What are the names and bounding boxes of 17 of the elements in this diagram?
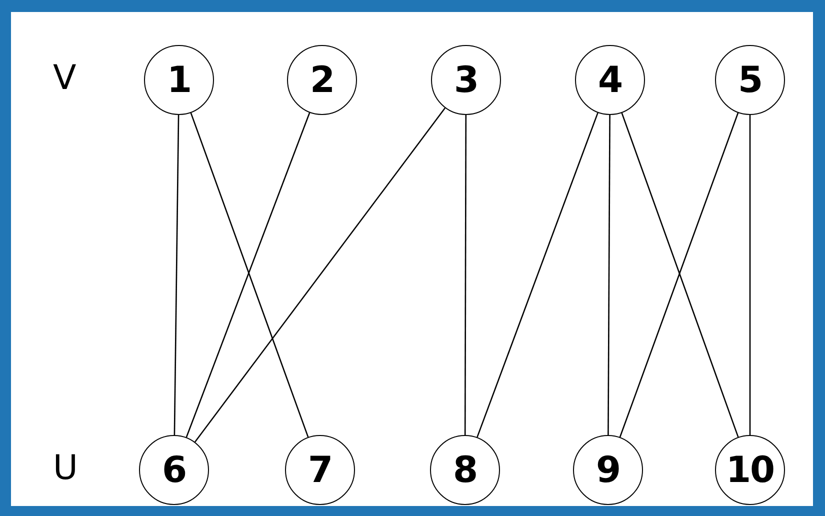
connector-line [464,115,467,435]
set-label: U [53,448,78,488]
vertex-number: 3 [454,60,478,100]
vertex-number: 10 [726,450,774,490]
vertex-number: 5 [738,60,762,100]
vertex-number: 6 [162,450,186,490]
vertex-number: 8 [452,450,478,490]
vertex-number: 4 [598,60,622,100]
set-label: V [53,58,76,98]
vertex-number: 9 [596,450,620,490]
vertex-number: 2 [310,60,334,100]
connector-line [476,112,598,438]
vertex-number: 7 [308,450,332,490]
connector-line [608,115,610,435]
connector-line [174,114,180,436]
connector-line [194,108,446,442]
vertex-number: 1 [166,60,192,100]
